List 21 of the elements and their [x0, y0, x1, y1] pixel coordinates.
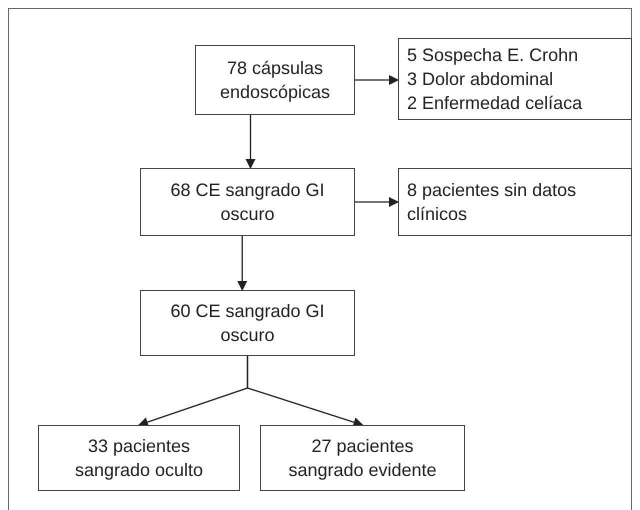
process-box — [398, 38, 632, 120]
box-text: 68 CE sangrado GI oscuro — [169, 179, 326, 226]
box-text: 78 cápsulas endoscópicas — [218, 57, 332, 104]
process-box — [140, 168, 355, 236]
process-box — [140, 290, 355, 356]
arrow — [237, 236, 248, 291]
box-text: 33 pacientes sangrado oculto — [74, 435, 204, 482]
box-text: 27 pacientes sangrado evidente — [287, 435, 438, 482]
process-box — [260, 425, 465, 491]
box-text: 60 CE sangrado GI oscuro — [169, 300, 326, 347]
box-text: 3 Dolor abdominal — [407, 68, 554, 91]
box-text: 5 Sospecha E. Crohn — [407, 44, 578, 67]
arrow — [355, 197, 399, 207]
arrow — [246, 115, 256, 169]
process-box — [38, 425, 240, 491]
box-text: 2 Enfermedad celíaca — [407, 92, 582, 115]
process-box — [398, 168, 632, 236]
box-text: 8 pacientes sin datos clínicos — [407, 179, 578, 226]
arrow — [246, 356, 364, 427]
arrow — [355, 75, 399, 85]
process-box — [195, 45, 355, 115]
